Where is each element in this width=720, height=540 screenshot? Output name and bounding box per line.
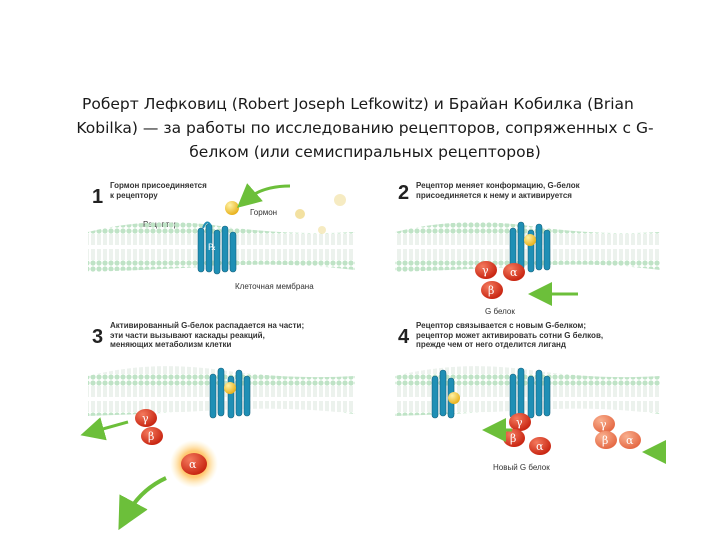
panel-4-caption: Рецептор связывается с новым G-белком; р… <box>416 321 603 350</box>
hormone-molecule <box>295 209 305 219</box>
bound-hormone <box>448 392 460 404</box>
beta-subunit: β <box>602 434 608 447</box>
next-g-protein <box>593 415 641 449</box>
bound-hormone <box>524 234 536 246</box>
panel-3-caption-line: меняющих метаболизм клетки <box>110 340 232 349</box>
membrane-label: Клеточная мембрана <box>235 282 314 291</box>
g-protein-panel-2 <box>475 261 525 299</box>
title-line-2: Kobilka) — за работы по исследованию рец… <box>76 119 654 137</box>
panel-2-caption-line: присоединяется к нему и активируется <box>416 190 572 200</box>
slide-title: Роберт Лефковиц (Robert Joseph Lefkowitz… <box>70 92 660 164</box>
panel-3-number: 3 <box>92 326 104 348</box>
hormone-molecule <box>334 194 346 206</box>
beta-subunit: β <box>510 432 516 445</box>
bound-hormone <box>224 382 236 394</box>
gamma-subunit: γ <box>600 418 607 431</box>
panel-2-caption: Рецептор меняет конформацию, G-белок при… <box>416 181 580 200</box>
panel-4-caption-line: Рецептор связывается с новым G-белком; <box>416 321 586 330</box>
hormone-molecule <box>225 201 239 215</box>
membrane-panel-4 <box>395 366 660 416</box>
title-line-3: белком (или семиспиральных рецепторов) <box>189 143 541 161</box>
active-alpha-subunit <box>181 453 207 475</box>
hormone-label: Гормон <box>250 208 278 217</box>
new-g-protein-label: Новый G белок <box>493 463 550 472</box>
panel-1-caption-line: к рецептору <box>110 190 158 200</box>
g-protein-label: G белок <box>485 307 515 316</box>
panel-2-caption-line: Рецептор меняет конформацию, G-белок <box>416 181 580 190</box>
gamma-subunit: γ <box>482 264 489 277</box>
panel-3-caption-line: Активированный G-белок распадается на ча… <box>110 321 305 330</box>
beta-subunit: β <box>488 284 494 297</box>
panel-3-caption: Активированный G-белок распадается на ча… <box>110 321 304 350</box>
hormone-arrow <box>236 183 291 208</box>
alpha-subunit: α <box>510 266 518 279</box>
gamma-subunit: γ <box>516 416 523 429</box>
new-g-protein <box>503 413 551 455</box>
panel-4-caption-line: прежде чем от него отделится лиганд <box>416 340 566 349</box>
beta-gamma-arrow <box>80 417 129 441</box>
panel-3-caption-line: эти части вызывают каскады реакций, <box>110 330 265 340</box>
panel-4-number: 4 <box>398 326 410 348</box>
membrane-panel-1 <box>88 222 355 272</box>
panel-2-number: 2 <box>398 182 410 204</box>
membrane-panel-2 <box>395 222 660 272</box>
alpha-subunit: α <box>536 440 544 453</box>
alpha-arrow <box>118 476 167 531</box>
alpha-subunit: α <box>189 458 197 471</box>
g-protein-beta-gamma <box>135 409 163 445</box>
panel-1-number: 1 <box>92 186 104 208</box>
hormone-molecule <box>318 226 326 234</box>
panel-4-caption-line: рецептор может активировать сотни G белк… <box>416 330 604 340</box>
receptor-panel-1 <box>197 221 237 275</box>
panel-1-caption: Гормон присоединяется к рецептору <box>110 181 207 200</box>
alpha-subunit: α <box>626 434 634 447</box>
gamma-subunit: γ <box>142 412 149 425</box>
panel-1-caption-line: Гормон присоединяется <box>110 181 207 190</box>
title-line-1: Роберт Лефковиц (Robert Joseph Lefkowitz… <box>82 95 634 113</box>
receptor-panel-4-right <box>509 367 551 419</box>
beta-subunit: β <box>148 430 154 443</box>
receptor-symbol: ℞ <box>208 242 216 252</box>
